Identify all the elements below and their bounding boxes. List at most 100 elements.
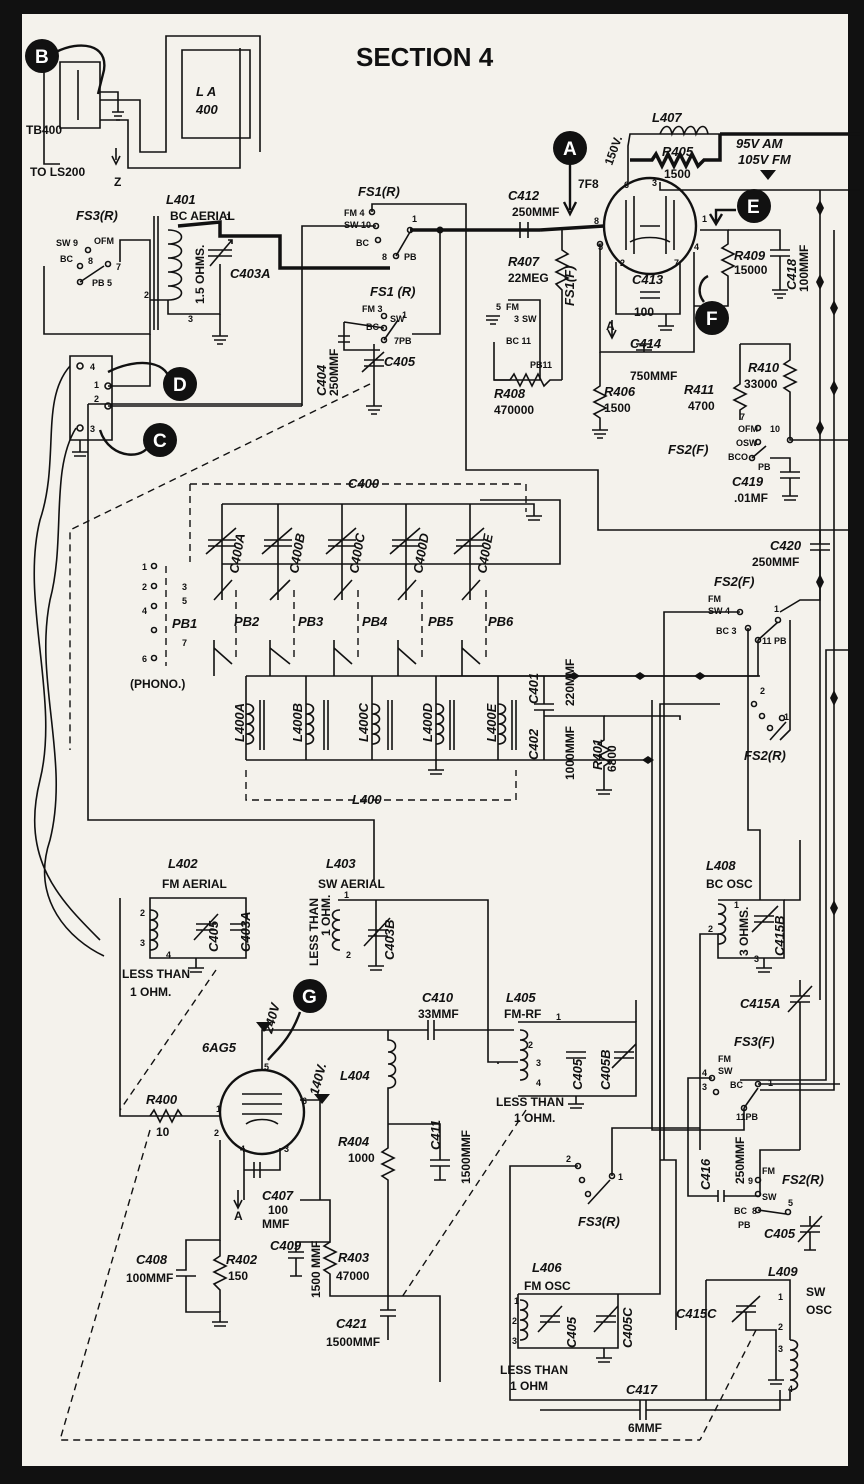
svg-text:33000: 33000	[744, 377, 778, 391]
svg-text:470000: 470000	[494, 403, 534, 417]
svg-text:A: A	[234, 1209, 243, 1223]
svg-text:6: 6	[302, 1096, 307, 1106]
svg-text:LESS THAN: LESS THAN	[307, 898, 321, 966]
svg-text:C402: C402	[526, 728, 541, 760]
svg-text:PB11: PB11	[530, 360, 552, 370]
svg-text:OSW: OSW	[736, 438, 758, 448]
c416-fs2r: C416 250MMF FM 9 SW BC 8 PB 5 FS2(R) C40…	[698, 1137, 824, 1251]
svg-text:BC: BC	[356, 238, 369, 248]
svg-text:R408: R408	[494, 386, 526, 401]
schematic-sheet	[22, 14, 848, 1466]
svg-text:C411: C411	[428, 1120, 443, 1150]
svg-text:R407: R407	[508, 254, 540, 269]
svg-text:1: 1	[734, 900, 739, 910]
svg-text:C415C: C415C	[676, 1306, 717, 1321]
svg-text:C405C: C405C	[620, 1307, 635, 1348]
svg-text:FM AERIAL: FM AERIAL	[162, 877, 227, 891]
svg-text:L404: L404	[340, 1068, 370, 1083]
svg-text:1.5 OHMS.: 1.5 OHMS.	[193, 245, 207, 304]
svg-text:SW: SW	[806, 1285, 826, 1299]
svg-text:L400E: L400E	[484, 703, 499, 742]
svg-text:7: 7	[116, 262, 121, 272]
svg-text:3: 3	[90, 424, 95, 434]
svg-text:C408: C408	[136, 1252, 168, 1267]
svg-text:250MMF: 250MMF	[752, 555, 799, 569]
pb-switch-bank: 1 2 3 4 5 6 7 PB1 (PHONO.) PB2 PB3 PB4 P…	[130, 562, 514, 691]
svg-text:L405: L405	[506, 990, 536, 1005]
svg-text:3: 3	[514, 314, 519, 324]
svg-text:C400: C400	[348, 476, 380, 491]
r409-c418: R409 15000 C418 100MMF E F	[694, 189, 811, 335]
svg-text:R403: R403	[338, 1250, 370, 1265]
svg-text:5: 5	[598, 242, 603, 252]
svg-text:C405: C405	[564, 1316, 579, 1348]
svg-text:8: 8	[88, 256, 93, 266]
svg-text:SW AERIAL: SW AERIAL	[318, 877, 385, 891]
svg-text:C400D: C400D	[410, 531, 432, 574]
svg-text:SW: SW	[718, 1066, 733, 1076]
svg-text:7: 7	[182, 638, 187, 648]
svg-text:FS2(R): FS2(R)	[744, 748, 786, 763]
svg-text:R404: R404	[338, 1134, 370, 1149]
svg-text:C404: C404	[314, 364, 329, 396]
svg-text:C400E: C400E	[474, 532, 496, 574]
svg-text:4700: 4700	[688, 399, 715, 413]
svg-text:750MMF: 750MMF	[630, 369, 677, 383]
c400-gang: C400 C400A C400B C400C C400D C400E	[189, 476, 561, 576]
svg-text:L401: L401	[166, 192, 196, 207]
svg-text:2: 2	[760, 686, 765, 696]
svg-text:L400C: L400C	[356, 702, 371, 742]
c417: C417 6MMF	[540, 1382, 781, 1435]
svg-text:C401: C401	[526, 673, 541, 704]
svg-text:2: 2	[144, 290, 149, 300]
svg-text:2: 2	[778, 1322, 783, 1332]
svg-text:1: 1	[142, 562, 147, 572]
svg-text:95V AM: 95V AM	[736, 136, 784, 151]
svg-text:C400B: C400B	[286, 532, 308, 574]
svg-text:C409: C409	[270, 1238, 302, 1253]
svg-text:7F8: 7F8	[578, 177, 599, 191]
svg-text:100MMF: 100MMF	[126, 1271, 173, 1285]
svg-text:C405: C405	[384, 354, 416, 369]
to-ls200-label: TO LS200	[30, 165, 85, 179]
svg-text:L403: L403	[326, 856, 356, 871]
tube-7f8: 7F8 150V. 6 3 8 5 4 1 2 7 C412 250MMF R4…	[486, 131, 860, 439]
svg-text:L409: L409	[768, 1264, 798, 1279]
tb400-block: B TB400 TO LS200 Z L A 400	[25, 35, 261, 189]
svg-text:BC: BC	[734, 1206, 747, 1216]
svg-text:FM: FM	[762, 1166, 775, 1176]
svg-text:C415A: C415A	[740, 996, 780, 1011]
svg-text:PB5: PB5	[428, 614, 454, 629]
svg-text:A: A	[563, 139, 577, 160]
l400-coils: L400A L400B L400C L400D L400E L400 C401 …	[232, 659, 760, 807]
svg-text:LESS THAN: LESS THAN	[496, 1095, 564, 1109]
svg-text:4: 4	[788, 1384, 793, 1394]
svg-text:PB 5: PB 5	[92, 278, 112, 288]
svg-text:6: 6	[142, 654, 147, 664]
svg-text:R400: R400	[146, 1092, 178, 1107]
svg-text:250MMF: 250MMF	[327, 349, 341, 396]
svg-text:C405: C405	[206, 920, 221, 952]
svg-text:4: 4	[694, 242, 699, 252]
svg-text:L400: L400	[352, 792, 382, 807]
svg-text:OFM: OFM	[738, 424, 758, 434]
fs1r-switch-low: FS1 (R) FM 3 SW BC 1 7PB C404 250MMF C40…	[69, 284, 416, 750]
svg-text:C405: C405	[764, 1226, 796, 1241]
svg-text:SW 10: SW 10	[344, 220, 371, 230]
svg-text:L407: L407	[652, 110, 682, 125]
svg-text:1: 1	[402, 310, 407, 320]
svg-text:10: 10	[770, 424, 780, 434]
svg-text:C: C	[153, 431, 167, 452]
tb400-label: TB400	[26, 123, 62, 137]
svg-text:FS3(F): FS3(F)	[734, 1034, 774, 1049]
svg-text:C420: C420	[770, 538, 802, 553]
svg-text:8: 8	[752, 1206, 757, 1216]
svg-text:4: 4	[536, 1078, 541, 1088]
svg-text:1 OHM.: 1 OHM.	[319, 895, 333, 936]
svg-text:FM-RF: FM-RF	[504, 1007, 541, 1021]
svg-text:PB: PB	[404, 252, 417, 262]
svg-text:R411: R411	[684, 382, 714, 397]
svg-text:2: 2	[94, 394, 99, 404]
svg-text:.01MF: .01MF	[734, 491, 768, 505]
svg-text:5: 5	[496, 302, 501, 312]
